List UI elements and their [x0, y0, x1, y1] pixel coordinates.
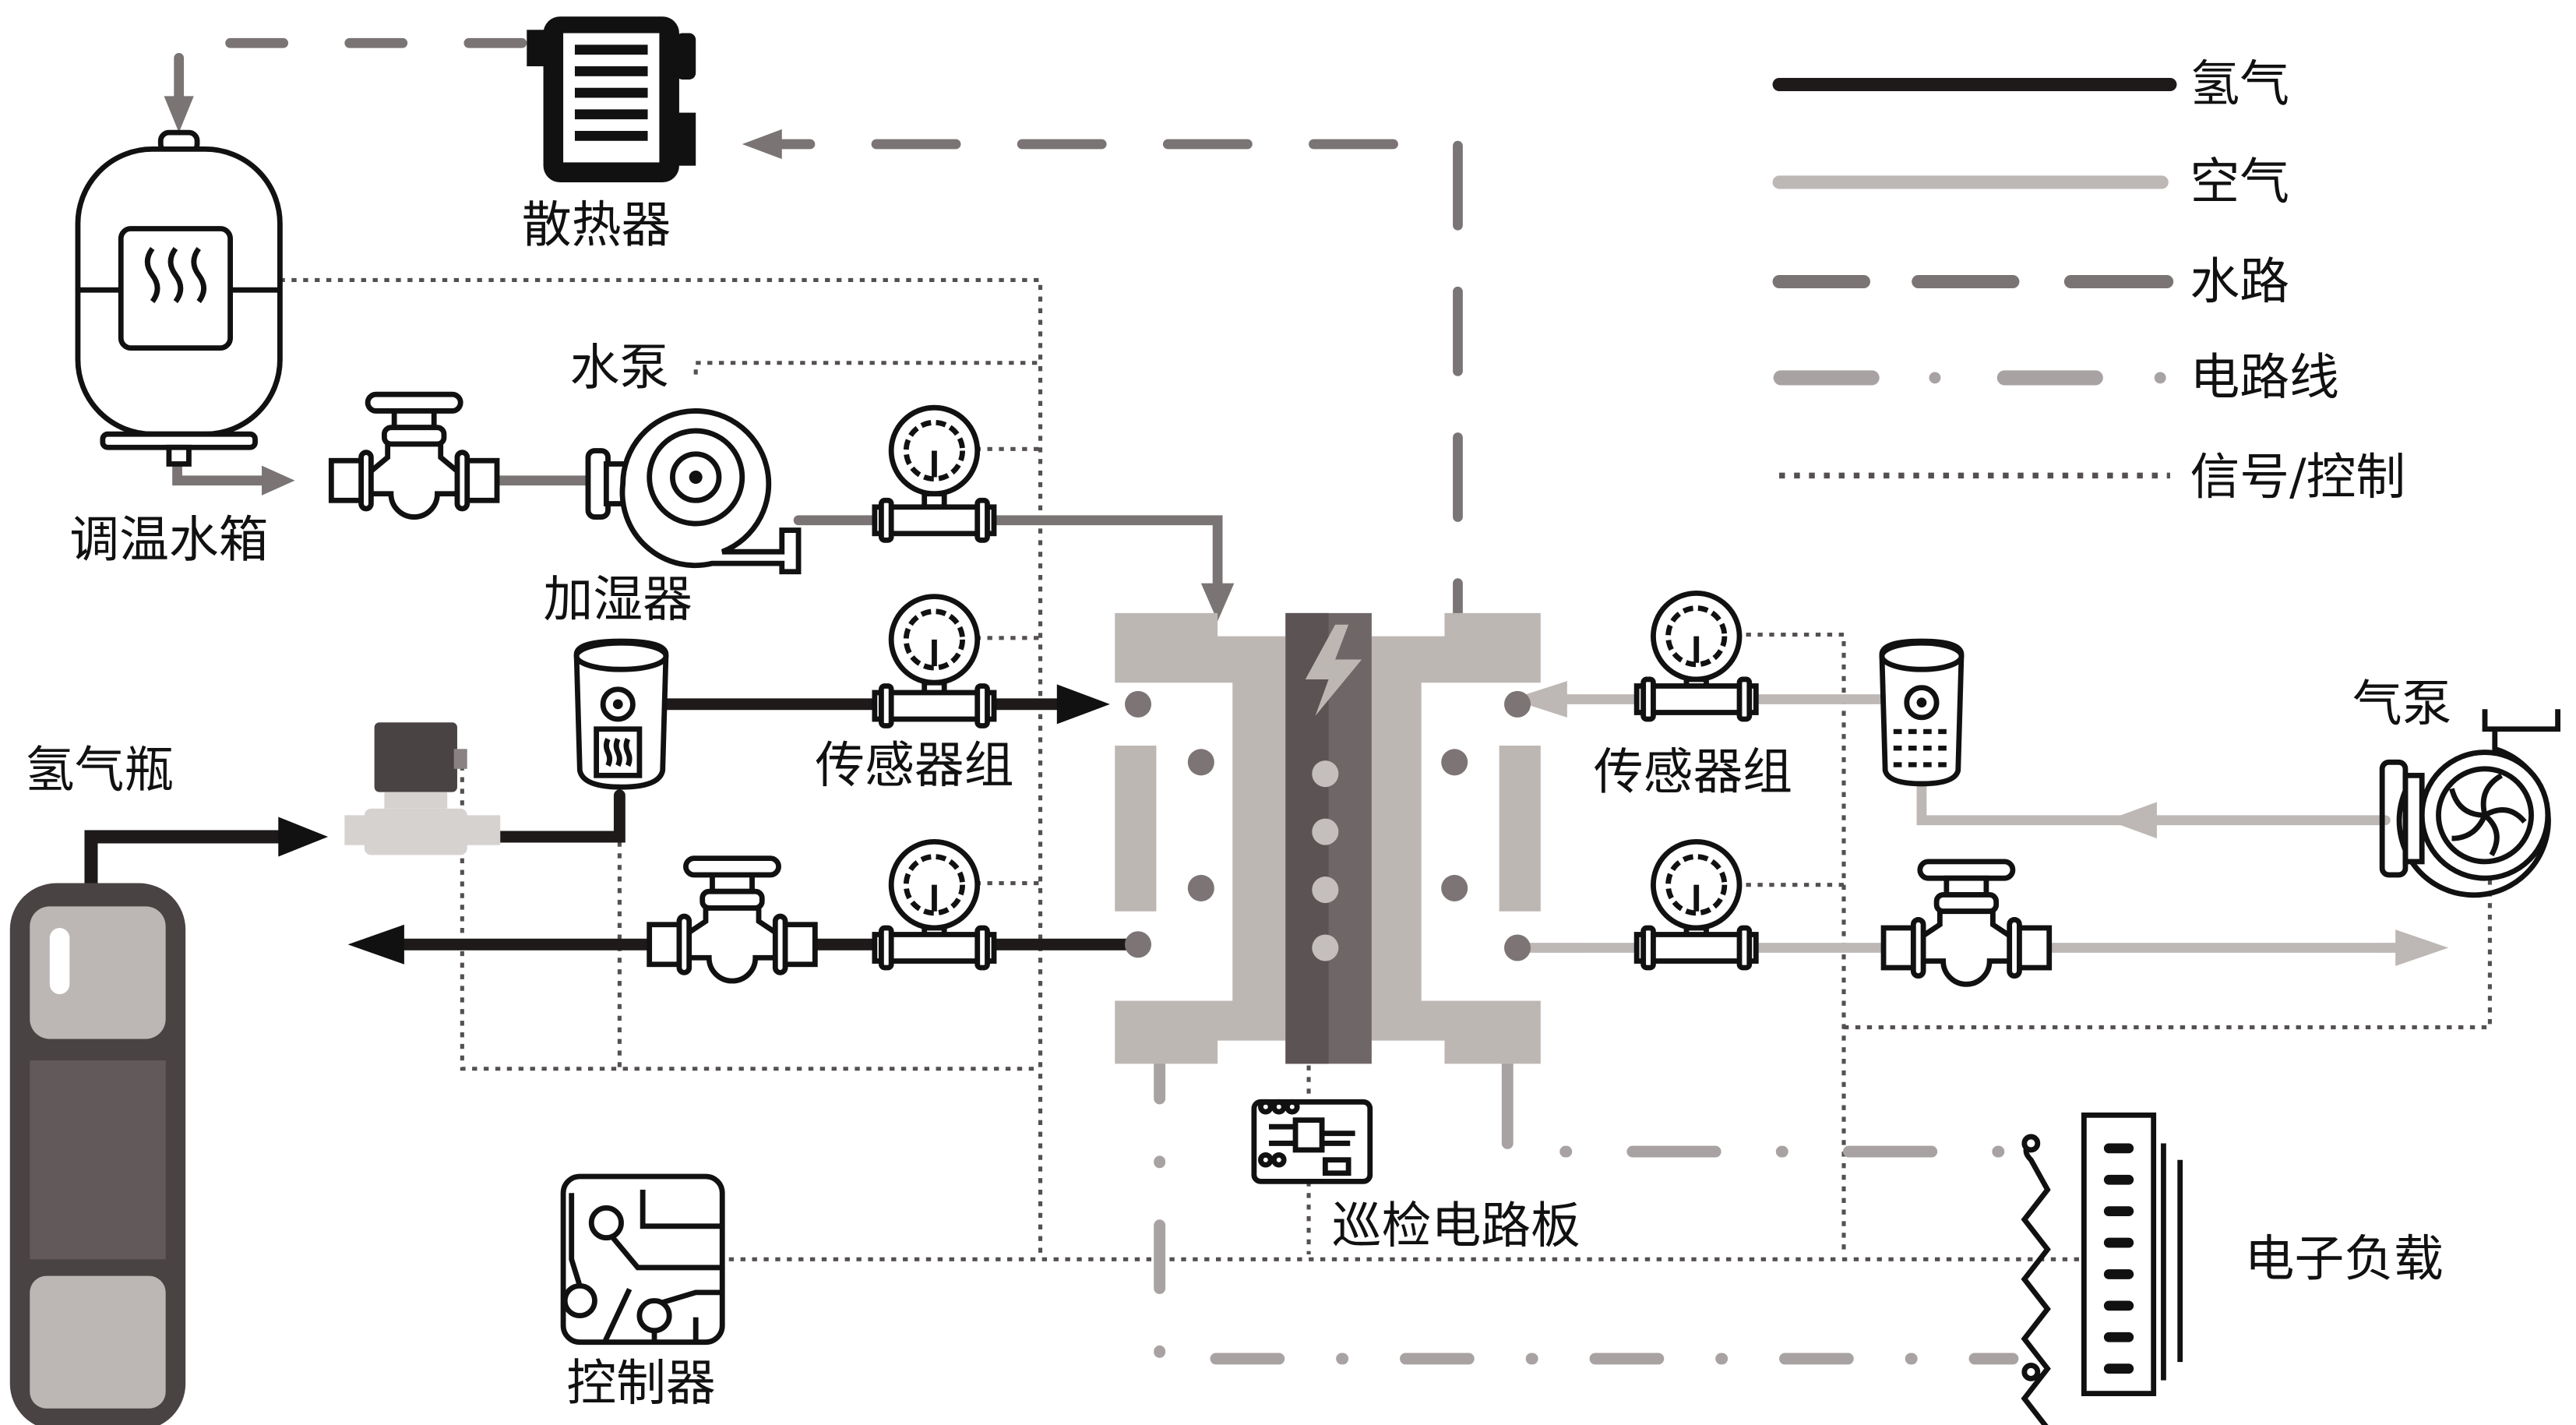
- electric-lines: [1154, 1029, 2028, 1365]
- valve-water: [328, 391, 500, 520]
- thermo-water-tank-label: 调温水箱: [69, 512, 268, 570]
- valve-air-outlet: [1880, 859, 2053, 987]
- water-pump: 水泵: [570, 339, 802, 575]
- electronic-load: 电子负载: [2021, 1112, 2444, 1425]
- legend-label-water: 水路: [2190, 253, 2289, 311]
- sensor-gauge-h2-inlet: [872, 594, 997, 728]
- legend-label-air: 空气: [2190, 153, 2289, 211]
- air-humidifier-inlet-arrow: [2107, 802, 2157, 839]
- inspection-circuit-board: 巡检电路板: [1251, 1099, 1580, 1255]
- valve-hydrogen-outlet: [647, 855, 818, 984]
- air-humidifier: [1879, 638, 1965, 787]
- legend-line-electric: [1773, 370, 2166, 386]
- air-outlet-arrow: [2395, 929, 2449, 966]
- hydrogen-outlet-arrow: [347, 924, 404, 965]
- sensor-gauge-air-outlet: [1633, 838, 1759, 971]
- water-lines: [164, 37, 1463, 668]
- stack-left-endplate: [1115, 612, 1286, 1064]
- sensor-group-right-label: 传感器组: [1594, 743, 1792, 801]
- sensor-gauge-air-inlet: [1633, 590, 1759, 722]
- inspection-circuit-board-label: 巡检电路板: [1332, 1197, 1580, 1255]
- resistor-icon: [2021, 1141, 2051, 1425]
- sensor-gauge-h2-outlet: [872, 838, 997, 971]
- lightning-bolt-icon: [1305, 624, 1362, 716]
- electronic-load-label: 电子负载: [2245, 1231, 2444, 1289]
- electronic-load-body: [2081, 1112, 2157, 1396]
- humidifier-heat-icon: [603, 738, 633, 767]
- thermo-water-tank: 调温水箱: [69, 129, 283, 570]
- legend-label-electric: 电路线: [2190, 349, 2338, 407]
- controller-label: 控制器: [566, 1355, 715, 1413]
- legend: 氢气 空气 水路 电路线 信号/控制: [1772, 56, 2405, 506]
- air-stack-inlet-arrow: [1510, 681, 1567, 718]
- controller: 控制器: [560, 1173, 725, 1413]
- hydrogen-bottle: 氢气瓶: [9, 742, 186, 1425]
- air-pump: 气泵: [2352, 675, 2561, 898]
- sensor-group-left-label: 传感器组: [815, 737, 1013, 795]
- sensor-gauge-water: [872, 404, 997, 543]
- legend-label-signal: 信号/控制: [2190, 449, 2405, 506]
- humidifier-label: 加湿器: [544, 571, 692, 629]
- radiator-label: 散热器: [522, 197, 671, 255]
- hydrogen-solenoid-valve: [344, 722, 501, 855]
- fuel-cell-stack: [1115, 612, 1541, 1064]
- hydrogen-stack-inlet-arrow: [1056, 684, 1110, 725]
- hydrogen-bottle-label: 氢气瓶: [25, 742, 174, 799]
- radiator: 散热器: [522, 16, 696, 255]
- humidifier: 加湿器: [544, 571, 692, 790]
- legend-label-hydrogen: 氢气: [2190, 56, 2289, 114]
- water-pump-label: 水泵: [570, 339, 670, 397]
- hydrogen-inlet-arrow: [278, 817, 329, 857]
- heat-waves-icon: [144, 246, 206, 304]
- air-pump-label: 气泵: [2352, 675, 2452, 733]
- stack-right-endplate: [1371, 612, 1541, 1064]
